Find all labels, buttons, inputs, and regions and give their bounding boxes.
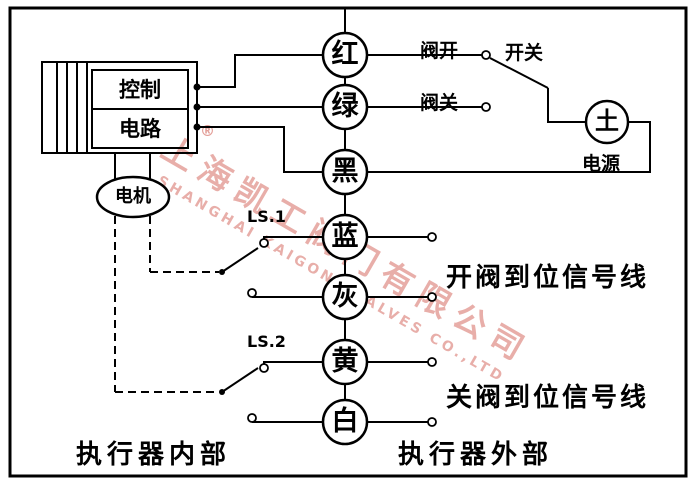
wire-color-circles (321, 31, 369, 446)
ls1-label: LS.1 (247, 207, 286, 226)
valve-open-label: 阀开 (420, 40, 459, 62)
limit-switch-ls2-symbol (221, 361, 323, 423)
valve-close-label: 阀关 (420, 92, 459, 114)
actuator-outside-label: 执行器外部 (398, 440, 554, 470)
control-box-label-line1: 控制 (119, 78, 161, 102)
wire-label-red: 红 (331, 39, 359, 70)
limit-switch-ls1-symbol (221, 236, 323, 298)
actuator-inside-label: 执行器内部 (76, 440, 232, 470)
control-box-label-line2: 电路 (119, 117, 161, 141)
wire-label-black: 黑 (331, 156, 359, 187)
wire-label-yellow: 黄 (331, 346, 359, 377)
power-switch-circuit (367, 54, 651, 173)
wire-label-gray: 灰 (331, 281, 359, 312)
enclosure-border (8, 6, 688, 478)
wire-label-blue: 蓝 (331, 221, 359, 252)
open-contact-terminals (247, 50, 491, 427)
ls2-label: LS.2 (247, 332, 286, 351)
power-symbol: 土 (595, 107, 619, 135)
motor-symbol (95, 153, 171, 219)
open-signal-label: 开阀到位信号线 (446, 263, 650, 293)
motor-label: 电机 (115, 186, 151, 207)
power-label: 电源 (582, 153, 621, 175)
wire-label-green: 绿 (331, 91, 359, 122)
wire-label-white: 白 (331, 406, 359, 437)
switch-label: 开关 (505, 42, 544, 64)
control-box-output-wires (197, 54, 323, 173)
junction-dots (193, 83, 225, 395)
close-signal-label: 关阀到位信号线 (446, 383, 650, 413)
mechanical-link-dashed-lines (114, 216, 219, 393)
signal-terminal-wires (367, 236, 428, 423)
